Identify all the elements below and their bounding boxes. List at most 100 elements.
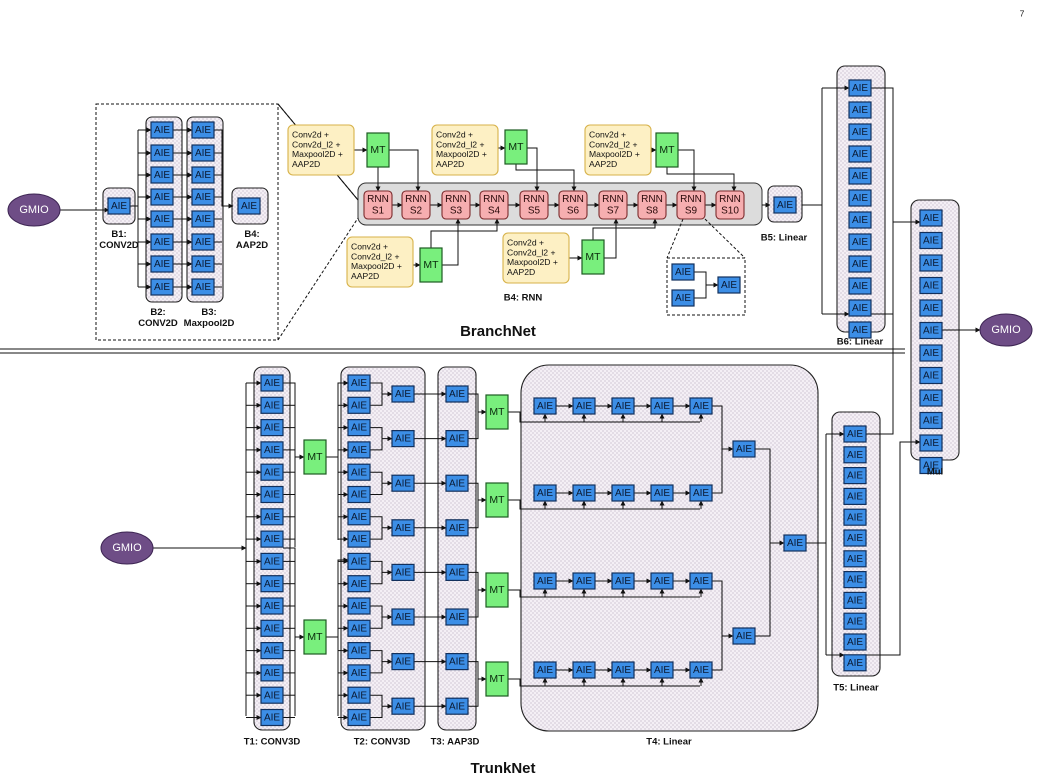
aie-tile — [445, 697, 469, 715]
aie-label: AIE — [923, 438, 939, 449]
aie-label: AIE — [154, 214, 170, 225]
aie-tile — [650, 572, 674, 590]
mt-node — [504, 129, 528, 165]
aie-label: AIE — [852, 281, 868, 292]
aie-label: AIE — [195, 214, 211, 225]
aie-label: AIE — [852, 149, 868, 160]
aie-label: AIE — [615, 401, 631, 412]
connector — [370, 483, 383, 495]
rnn-stage — [441, 190, 471, 220]
aie-label: AIE — [154, 148, 170, 159]
aie-tile — [391, 519, 415, 537]
connector — [370, 527, 383, 540]
aie-tile — [191, 233, 215, 251]
conv-pool-block — [287, 124, 355, 176]
connector — [370, 438, 383, 451]
aie-label: AIE — [449, 434, 465, 445]
connector — [508, 589, 700, 598]
connector — [442, 218, 461, 266]
aie-label: AIE — [264, 490, 280, 501]
mt-label: MT — [423, 259, 439, 271]
connector — [527, 147, 540, 192]
aie-tile — [347, 419, 371, 437]
aie-label: AIE — [395, 701, 411, 712]
aie-tile — [848, 189, 872, 207]
aie-tile — [347, 619, 371, 637]
aie-tile — [445, 474, 469, 492]
aie-label: AIE — [449, 568, 465, 579]
label-layer: 7B1:CONV2DB2:CONV2DB3:Maxpool2DB4:AAP2DB… — [99, 8, 1024, 777]
aie-tile — [260, 575, 284, 593]
aie-tile — [572, 661, 596, 679]
gmio-node — [100, 531, 154, 565]
aie-label: AIE — [615, 665, 631, 676]
aie-tile — [919, 299, 943, 317]
aie-tile — [260, 597, 284, 615]
rnn-stage — [558, 190, 588, 220]
aie-label: AIE — [852, 105, 868, 116]
aie-label: AIE — [351, 423, 367, 434]
aie-tile — [848, 255, 872, 273]
gmio-node — [7, 193, 61, 227]
aie-label: AIE — [923, 281, 939, 292]
aie-label: AIE — [351, 467, 367, 478]
gmio-node — [979, 313, 1033, 347]
aie-label: AIE — [449, 701, 465, 712]
rnn-stage — [676, 190, 706, 220]
aie-label: AIE — [847, 429, 863, 440]
connector — [468, 482, 487, 503]
aie-tile — [783, 534, 807, 552]
conv-pool-block — [584, 124, 652, 176]
aie-label: AIE — [449, 523, 465, 534]
aie-tile — [260, 441, 284, 459]
aie-tile — [533, 572, 557, 590]
mt-label: MT — [489, 673, 505, 685]
aie-tile — [150, 255, 174, 273]
aie-label: AIE — [264, 668, 280, 679]
aie-tile — [919, 344, 943, 362]
aie-label: AIE — [852, 303, 868, 314]
connector — [755, 543, 771, 637]
aie-tile — [732, 440, 756, 458]
aie-label: AIE — [693, 488, 709, 499]
connector — [468, 679, 479, 707]
mt-node — [655, 132, 679, 168]
aie-tile — [150, 233, 174, 251]
aie-tile — [848, 299, 872, 317]
aie-tile — [150, 210, 174, 228]
aie-tile — [843, 508, 867, 526]
aie-tile — [843, 612, 867, 630]
connector — [604, 218, 619, 259]
aie-label: AIE — [847, 533, 863, 544]
mt-node — [303, 619, 327, 655]
aie-tile — [260, 419, 284, 437]
aie-tile — [107, 197, 131, 215]
aie-label: AIE — [852, 215, 868, 226]
aie-tile — [650, 484, 674, 502]
aie-label: AIE — [736, 631, 752, 642]
aie-tile — [445, 430, 469, 448]
connector — [389, 149, 421, 192]
mt-node — [485, 482, 509, 518]
aie-label: AIE — [195, 237, 211, 248]
aie-tile — [445, 608, 469, 626]
label-t2: T2: CONV3D — [354, 737, 411, 748]
aie-label: AIE — [654, 401, 670, 412]
connector — [508, 411, 700, 423]
aie-label: AIE — [351, 512, 367, 523]
aie-tile — [391, 385, 415, 403]
aie-label: AIE — [351, 445, 367, 456]
aie-tile — [848, 167, 872, 185]
aie-label: AIE — [923, 258, 939, 269]
mt-node — [485, 661, 509, 697]
aie-tile — [260, 686, 284, 704]
connector — [370, 694, 393, 709]
aie-tile — [919, 411, 943, 430]
aie-label: AIE — [264, 400, 280, 411]
aie-tile — [843, 487, 867, 505]
aie-label: AIE — [693, 576, 709, 587]
